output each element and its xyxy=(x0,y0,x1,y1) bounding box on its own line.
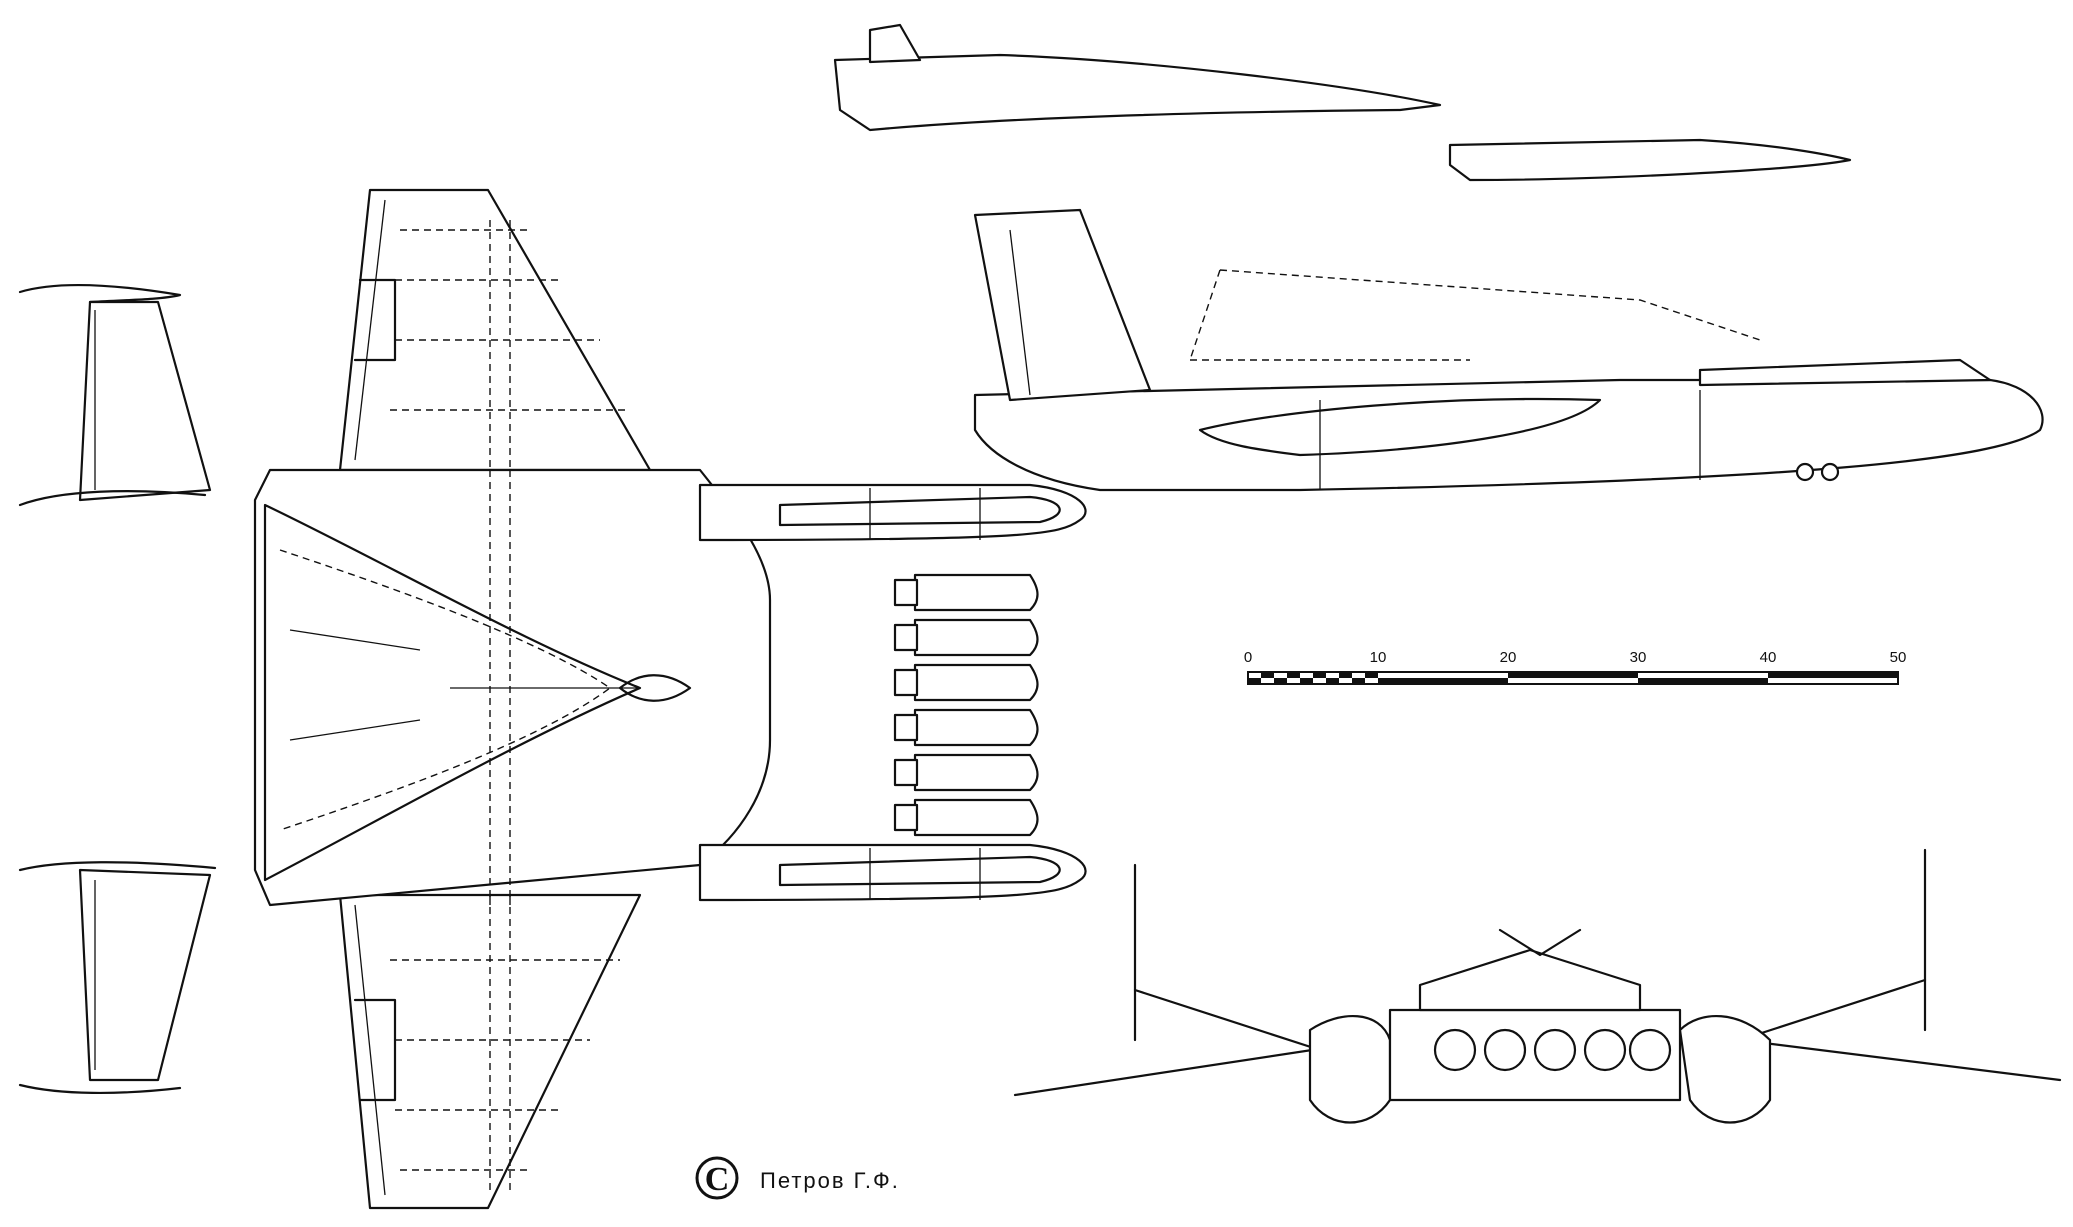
front-view xyxy=(1013,848,2062,1124)
plan-engine-bank xyxy=(893,573,1039,837)
scale-label-20: 20 xyxy=(1500,649,1517,666)
plan-upper-tail xyxy=(18,283,212,507)
scale-bar: 0 10 20 30 40 50 xyxy=(1244,649,1907,685)
scale-label-0: 0 xyxy=(1244,649,1252,666)
plan-fuselage xyxy=(253,468,772,907)
scale-label-30: 30 xyxy=(1630,649,1647,666)
plan-lower-pod xyxy=(698,843,1087,902)
scale-label-50: 50 xyxy=(1890,649,1907,666)
copyright-icon xyxy=(695,1156,739,1200)
side-view xyxy=(973,208,2044,492)
plan-lower-wing xyxy=(338,893,642,1210)
plan-lower-tail xyxy=(18,861,217,1095)
small-silhouette-lower xyxy=(1448,138,1852,182)
copyright-symbol: C xyxy=(705,1161,730,1198)
author-name: Петров Г.Ф. xyxy=(760,1168,900,1193)
plan-view xyxy=(18,188,1087,1210)
plan-upper-wing xyxy=(338,188,652,472)
scale-label-10: 10 xyxy=(1370,649,1387,666)
scale-label-40: 40 xyxy=(1760,649,1777,666)
small-silhouette-upper xyxy=(833,23,1442,132)
author-credit: C Петров Г.Ф. xyxy=(695,1156,900,1200)
plan-upper-pod xyxy=(698,483,1087,542)
